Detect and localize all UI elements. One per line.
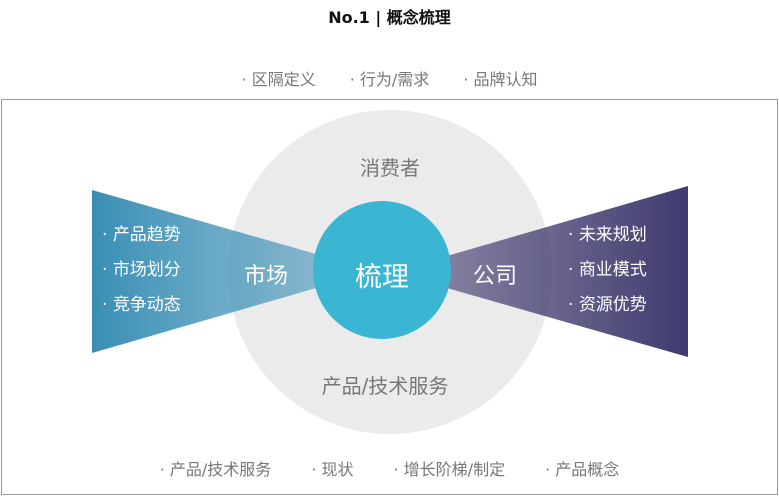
- tag: 现状: [311, 456, 353, 480]
- market-items: 产品趋势 市场划分 竞争动态: [102, 218, 181, 323]
- tag: 品牌认知: [463, 66, 537, 90]
- list-item: 商业模式: [568, 253, 647, 288]
- consumer-label: 消费者: [360, 156, 420, 180]
- company-label: 公司: [473, 264, 518, 289]
- product-service-label: 产品/技术服务: [321, 374, 449, 398]
- market-label: 市场: [244, 264, 289, 289]
- tag: 产品概念: [545, 456, 619, 480]
- tag: 产品/技术服务: [160, 456, 271, 480]
- list-item: 资源优势: [568, 288, 647, 323]
- diagram-frame: [1, 99, 778, 495]
- bottom-tags: 产品/技术服务 现状 增长阶梯/制定 产品概念: [0, 456, 779, 480]
- tag: 增长阶梯/制定: [394, 456, 505, 480]
- company-items: 未来规划 商业模式 资源优势: [568, 218, 647, 323]
- list-item: 竞争动态: [102, 288, 181, 323]
- list-item: 未来规划: [568, 218, 647, 253]
- top-tags: 区隔定义 行为/需求 品牌认知: [0, 66, 779, 90]
- list-item: 市场划分: [102, 253, 181, 288]
- tag: 区隔定义: [242, 66, 316, 90]
- center-label: 梳理: [355, 262, 409, 293]
- tag: 行为/需求: [350, 66, 429, 90]
- page-title: No.1 | 概念梳理: [328, 8, 451, 27]
- center-circle: [313, 201, 451, 339]
- list-item: 产品趋势: [102, 218, 181, 253]
